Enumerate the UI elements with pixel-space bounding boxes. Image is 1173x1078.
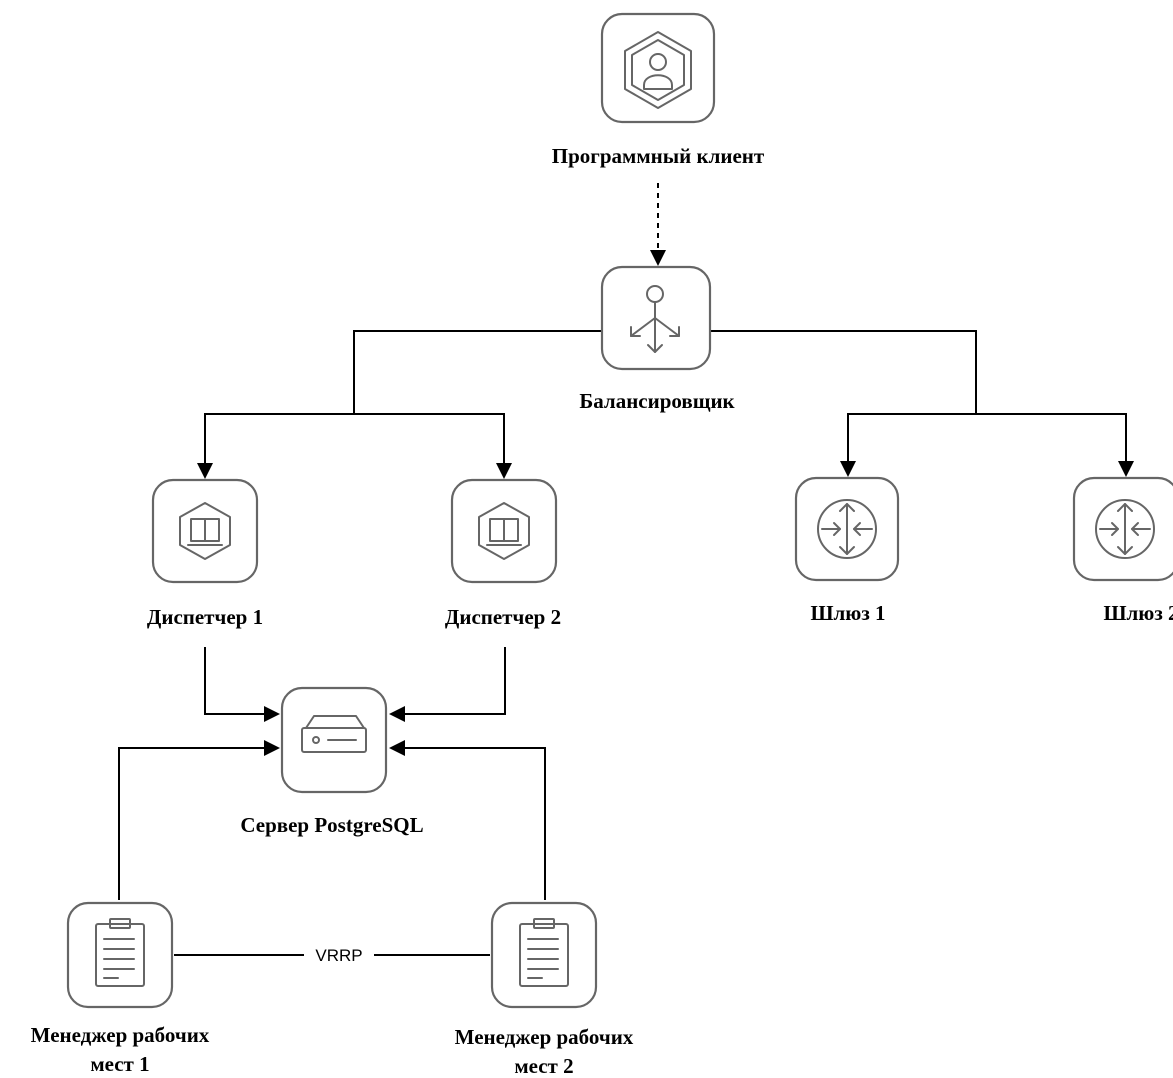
node-postgres[interactable]: Сервер PostgreSQL [240, 686, 424, 837]
manager-1-label-line1: Менеджер рабочих [31, 1023, 210, 1047]
edge-split-dispatcher1 [204, 413, 354, 465]
edge-manager2-to-postgres [403, 747, 546, 900]
router-icon [1095, 499, 1155, 559]
arrowhead-dispatcher1 [197, 463, 213, 479]
container-hexagon-icon [179, 502, 231, 560]
node-dispatcher-2[interactable]: Диспетчер 2 [445, 478, 561, 629]
node-manager-1[interactable]: Менеджер рабочих мест 1 [31, 901, 210, 1076]
edge-split-gateway1 [847, 413, 976, 463]
dispatcher-1-label: Диспетчер 1 [147, 605, 263, 629]
client-label: Программный клиент [552, 144, 765, 168]
edge-dispatcher1-to-postgres [204, 647, 266, 715]
edge-balancer-to-dispatchers [353, 330, 602, 414]
arrowhead-postgres-m2 [389, 740, 405, 756]
manager-1-label-line2: мест 1 [90, 1052, 149, 1076]
vrrp-label: VRRP [315, 946, 362, 965]
arrowhead-dispatcher2 [496, 463, 512, 479]
dispatcher-2-label: Диспетчер 2 [445, 605, 561, 629]
server-icon [301, 715, 367, 753]
clipboard-icon [95, 918, 145, 987]
node-gateway-2[interactable]: Шлюз 2 [1072, 476, 1173, 625]
node-client[interactable]: Программный клиент [552, 12, 765, 168]
container-hexagon-icon [478, 502, 530, 560]
edge-manager1-to-postgres [118, 747, 266, 900]
clipboard-icon [519, 918, 569, 987]
router-icon [817, 499, 877, 559]
postgres-label: Сервер PostgreSQL [240, 813, 423, 837]
node-balancer[interactable]: Балансировщик [579, 265, 736, 413]
node-manager-2[interactable]: Менеджер рабочих мест 2 [455, 901, 634, 1078]
node-dispatcher-1[interactable]: Диспетчер 1 [147, 478, 263, 629]
user-hexagon-icon [624, 31, 692, 109]
arrowhead-balancer [650, 250, 666, 266]
arrowhead-gateway2 [1118, 461, 1134, 477]
arrowhead-postgres-d1 [264, 706, 280, 722]
arrowhead-postgres-d2 [389, 706, 405, 722]
arrowhead-gateway1 [840, 461, 856, 477]
vrrp-label-bg [304, 944, 374, 966]
gateway-1-label: Шлюз 1 [810, 601, 885, 625]
manager-2-label-line2: мест 2 [514, 1054, 573, 1078]
edge-dispatcher2-to-postgres [403, 647, 506, 715]
manager-2-label-line1: Менеджер рабочих [455, 1025, 634, 1049]
node-gateway-1[interactable]: Шлюз 1 [794, 476, 900, 625]
balancer-label: Балансировщик [579, 389, 735, 413]
edge-balancer-to-gateways [710, 330, 977, 414]
edges: VRRP [118, 183, 1134, 966]
edge-split-gateway2 [976, 413, 1127, 463]
arrowhead-postgres-m1 [264, 740, 280, 756]
edge-split-dispatcher2 [354, 413, 505, 465]
load-balancer-icon [630, 285, 680, 353]
gateway-2-label: Шлюз 2 [1103, 601, 1173, 625]
